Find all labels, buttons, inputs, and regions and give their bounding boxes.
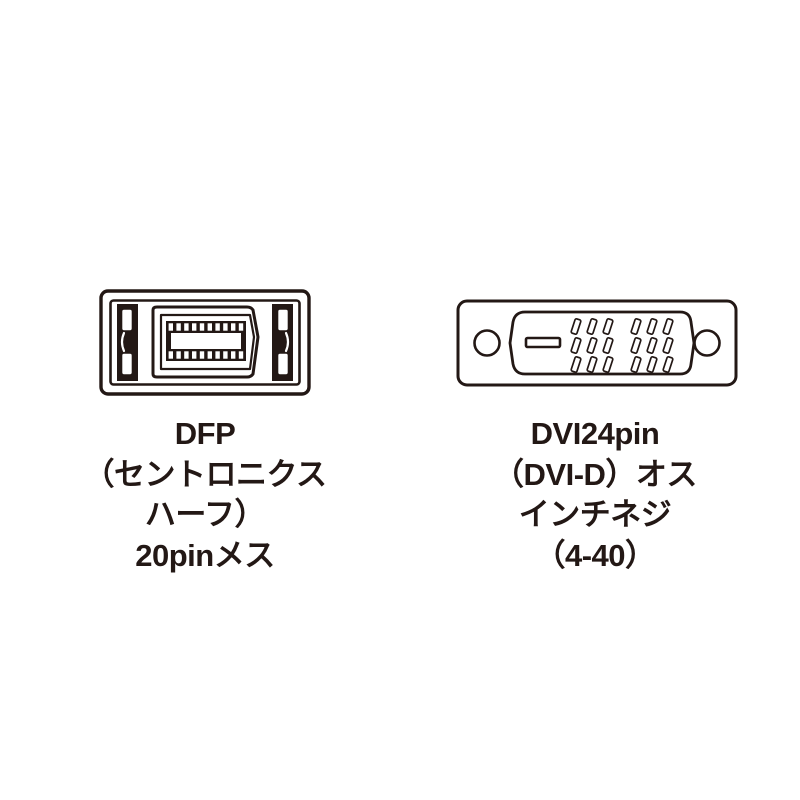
- connector-dfp-group: DFP （セントロニクス ハーフ） 20pinメス: [60, 285, 350, 576]
- dfp-pin-row-top: [166, 321, 246, 333]
- dvi-caption: DVI24pin （DVI-D）オス インチネジ （4-40）: [440, 414, 750, 576]
- dfp-right-latch: [272, 304, 293, 381]
- dvi-connector-icon: [456, 299, 738, 387]
- dfp-cavity-right-wall: [241, 333, 246, 349]
- dfp-caption-line-1: DFP: [174, 416, 236, 451]
- dfp-caption-line-2: （セントロニクス: [83, 456, 327, 492]
- dvi-caption-line-4: （4-40）: [534, 537, 656, 573]
- dvi-pin-block-left: [570, 317, 614, 374]
- dfp-caption-line-3: ハーフ）: [144, 497, 266, 533]
- dvi-pin-block-right: [630, 317, 674, 374]
- dvi-screw-hole-left: [473, 329, 501, 357]
- dvi-flat-blade-slot: [524, 336, 562, 349]
- dfp-connector-icon: [99, 289, 311, 396]
- dfp-left-latch: [117, 304, 138, 381]
- dvi-caption-line-1: DVI24pin: [530, 416, 660, 451]
- dvi-caption-line-2: （DVI-D）オス: [493, 456, 697, 492]
- connector-dvi-group: DVI24pin （DVI-D）オス インチネジ （4-40）: [440, 285, 750, 576]
- dfp-caption-line-4: 20pinメス: [135, 537, 275, 573]
- dvi-screw-hole-right: [693, 329, 721, 357]
- dfp-caption: DFP （セントロニクス ハーフ） 20pinメス: [60, 414, 350, 576]
- dvi-caption-line-3: インチネジ: [518, 497, 672, 533]
- dfp-pin-row-bottom: [166, 349, 246, 361]
- dfp-cavity-left-wall: [166, 333, 171, 349]
